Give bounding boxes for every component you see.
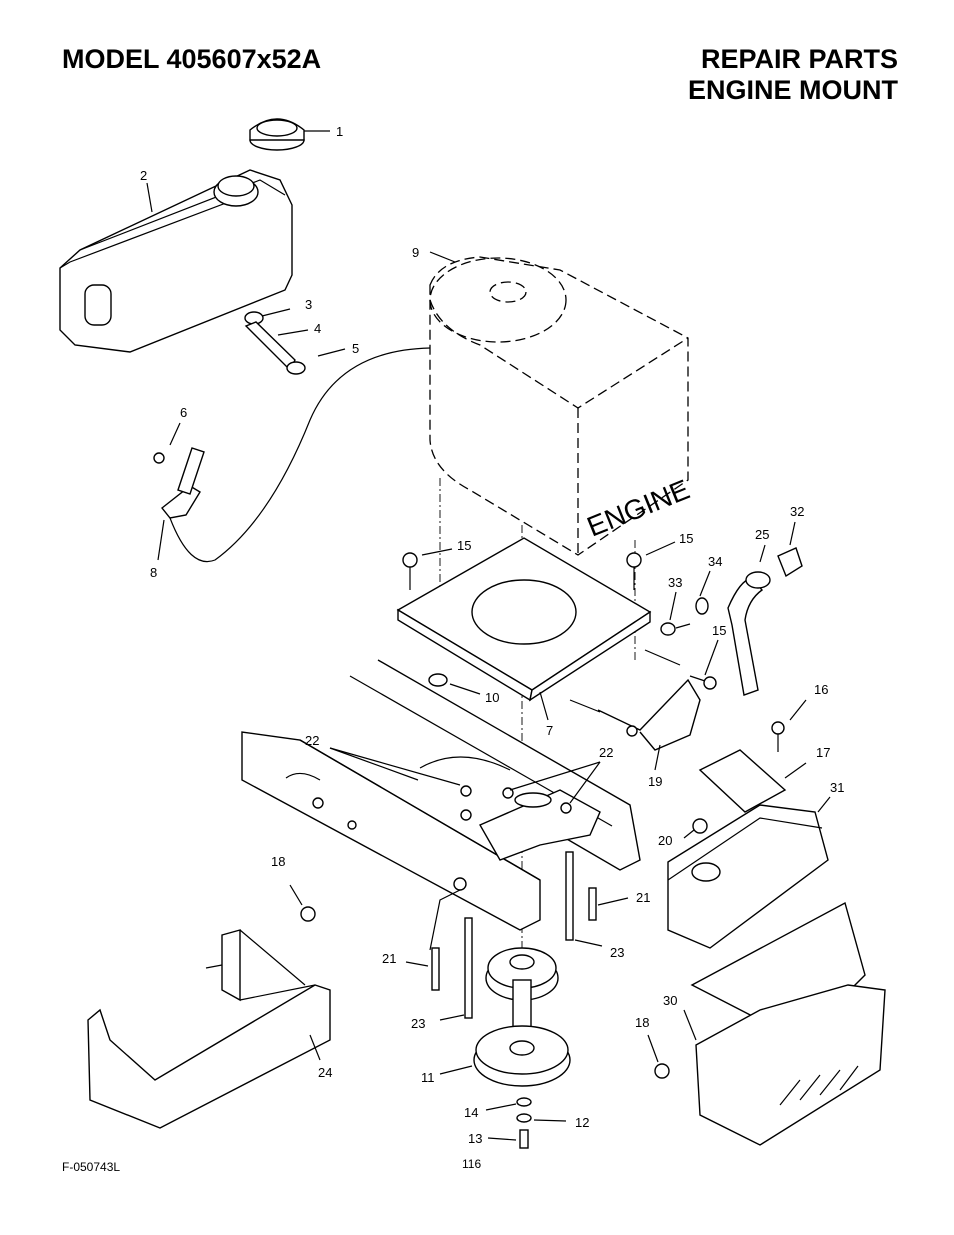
callout-labels: 1 2 3 4 5 6 7 8 9 10 11 12 13 14 15 15 1…: [140, 124, 844, 1146]
figure-code: F-050743L: [62, 1160, 121, 1174]
section-title-line1: REPAIR PARTS: [700, 44, 898, 74]
part-nut-10: [428, 673, 481, 695]
callout-23a: 23: [610, 945, 624, 960]
part-bracket-19: [597, 678, 701, 771]
callout-5: 5: [352, 341, 359, 356]
part-washers-bolt: [485, 1097, 567, 1149]
callout-10: 10: [485, 690, 499, 705]
section-title: REPAIR PARTS ENGINE MOUNT: [688, 44, 898, 106]
callout-11: 11: [421, 1070, 435, 1085]
part-fuel-cap: [249, 118, 330, 151]
callout-12: 12: [575, 1115, 589, 1130]
callout-30: 30: [663, 993, 677, 1008]
model-title: MODEL 405607x52A: [62, 44, 322, 74]
part-pulley-assembly: [439, 947, 571, 1087]
callout-15c: 15: [712, 623, 726, 638]
callout-22b: 22: [599, 745, 613, 760]
part-fuel-line-and-clamps: [244, 308, 346, 375]
callout-2: 2: [140, 168, 147, 183]
part-battery-tray: [87, 884, 331, 1129]
part-exhaust-pipe: [660, 521, 803, 696]
callout-19: 19: [648, 774, 662, 789]
callout-34: 34: [708, 554, 722, 569]
part-throttle-control: [153, 347, 431, 563]
callout-33: 33: [668, 575, 682, 590]
part-muffler: [667, 796, 831, 949]
callout-15b: 15: [679, 531, 693, 546]
callout-21a: 21: [636, 890, 650, 905]
part-spacers-and-bolts: [405, 851, 629, 1021]
callout-1: 1: [336, 124, 343, 139]
callout-6: 6: [180, 405, 187, 420]
part-frame: [241, 649, 681, 931]
part-heat-shield: [647, 901, 886, 1146]
part-muffler-bracket: [683, 699, 807, 839]
callout-4: 4: [314, 321, 321, 336]
callout-18b: 18: [635, 1015, 649, 1030]
part-bolts-15: [402, 541, 719, 690]
callout-25: 25: [755, 527, 769, 542]
callout-20: 20: [658, 833, 672, 848]
callout-16: 16: [814, 682, 828, 697]
callout-18a: 18: [271, 854, 285, 869]
callout-14: 14: [464, 1105, 478, 1120]
callout-7: 7: [546, 723, 553, 738]
callout-13: 13: [468, 1131, 482, 1146]
callout-9: 9: [412, 245, 419, 260]
callout-21b: 21: [382, 951, 396, 966]
callout-22a: 22: [305, 733, 319, 748]
page-number: 116: [462, 1157, 482, 1171]
callout-23b: 23: [411, 1016, 425, 1031]
callout-3: 3: [305, 297, 312, 312]
callout-17: 17: [816, 745, 830, 760]
section-title-line2: ENGINE MOUNT: [687, 75, 898, 105]
part-fuel-tank: [59, 169, 293, 353]
callout-8: 8: [150, 565, 157, 580]
callout-32: 32: [790, 504, 804, 519]
engine-label: ENGINE: [583, 474, 694, 543]
part-engine-mount-plate: [396, 537, 652, 721]
callout-24: 24: [318, 1065, 332, 1080]
callout-31: 31: [830, 780, 844, 795]
callout-15a: 15: [457, 538, 471, 553]
